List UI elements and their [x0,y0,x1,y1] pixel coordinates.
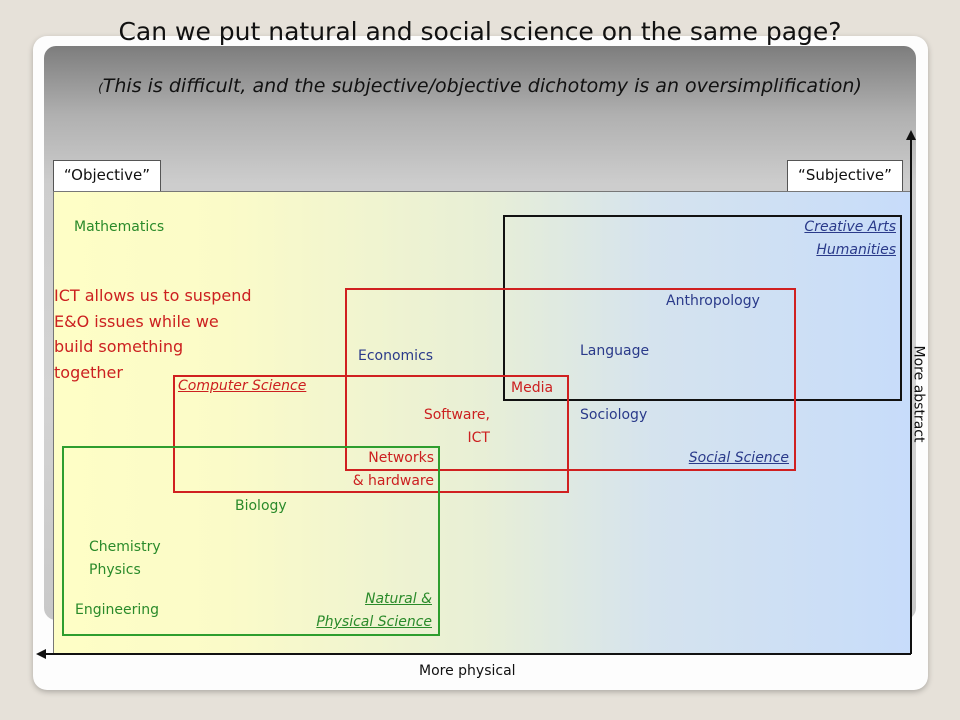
chemistry-label: Chemistry [89,539,161,555]
software-label: Software, [423,407,490,423]
social-science-box [345,288,796,471]
biology-label: Biology [235,498,287,514]
engineering-label: Engineering [75,602,159,618]
physical-science-label: Physical Science [316,614,432,630]
economics-label: Economics [358,348,434,364]
x-axis-arrow [36,649,46,659]
ict-note-line: build something [54,337,184,356]
y-axis-label: More abstract [910,345,927,443]
subtitle-text: This is difficult, and the subjective/ob… [102,75,862,97]
x-axis-label: More physical [419,663,516,679]
ict-note: ICT allows us to suspend E&O issues whil… [54,283,252,385]
media-label: Media [511,380,554,396]
subjective-tag: “Subjective” [787,160,903,191]
natural-science-box [62,446,440,636]
slide-subtitle: (This is difficult, and the subjective/o… [0,75,960,97]
ict-note-line: together [54,362,123,382]
social-science-label: Social Science [688,450,789,466]
ict-note-line: ICT allows us to suspend [54,286,252,305]
language-label: Language [580,343,650,359]
mathematics-label: Mathematics [74,219,165,235]
sociology-label: Sociology [580,407,648,423]
anthropology-label: Anthropology [666,293,760,309]
hardware-label: & hardware [352,473,434,489]
networks-label: Networks [368,450,434,466]
ict-note-line: E&O issues while we [54,311,219,331]
objective-tag: “Objective” [53,160,161,191]
creative-arts-label: Creative Arts [804,219,896,235]
subtitle-open-paren: ( [98,81,103,95]
computer-science-box [173,375,569,493]
humanities-label: Humanities [816,242,896,258]
physics-label: Physics [89,562,141,578]
diagram-area [53,191,911,655]
computer-science-label: Computer Science [178,378,307,394]
natural-label: Natural & [364,591,432,607]
y-axis-arrow [906,130,916,140]
humanities-box [503,215,902,401]
ict-label: ICT [467,430,490,446]
slide-title: Can we put natural and social science on… [118,17,842,46]
